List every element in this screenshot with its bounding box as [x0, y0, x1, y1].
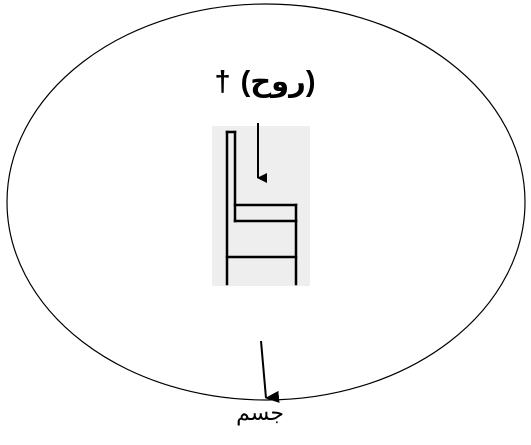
- cross-icon: †: [214, 66, 231, 98]
- spirit-label: † (روح): [150, 68, 380, 97]
- chair-icon: [225, 130, 298, 286]
- body-arrow: [260, 340, 280, 403]
- body-label: جسم: [236, 400, 284, 425]
- spirit-text: (روح): [240, 66, 316, 98]
